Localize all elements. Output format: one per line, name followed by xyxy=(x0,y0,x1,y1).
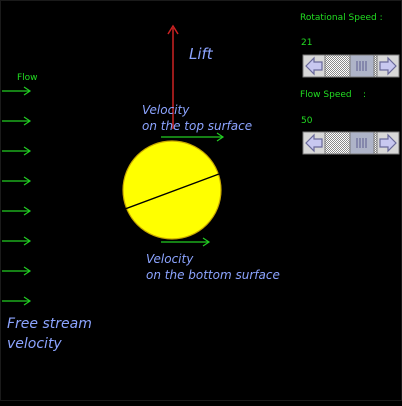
rotating-cylinder xyxy=(122,140,222,240)
velocity-top-arrow xyxy=(161,132,225,142)
flow-speed-label: Flow Speed : xyxy=(300,90,366,100)
free-stream-arrow xyxy=(2,86,32,96)
free-stream-arrow xyxy=(2,176,32,186)
velocity-bottom-label-line1: Velocity xyxy=(146,252,194,266)
rotational-speed-scrollbar[interactable] xyxy=(302,54,400,78)
lift-label: Lift xyxy=(189,45,214,63)
scroll-right-button[interactable] xyxy=(376,54,400,78)
scroll-right-button[interactable] xyxy=(376,131,400,155)
scroll-left-button[interactable] xyxy=(302,131,326,155)
velocity-bottom-label-line2: on the bottom surface xyxy=(146,268,280,282)
scroll-left-button[interactable] xyxy=(302,54,326,78)
free-stream-arrow xyxy=(2,206,32,216)
free-stream-arrow xyxy=(2,146,32,156)
flow-label: Flow xyxy=(17,73,38,83)
arrow-right-icon xyxy=(379,56,397,76)
lift-arrow xyxy=(167,24,179,129)
flow-speed-scrollbar[interactable] xyxy=(302,131,400,155)
arrow-left-icon xyxy=(305,56,323,76)
slider-thumb-icon[interactable] xyxy=(349,54,375,78)
rotational-speed-value: 21 xyxy=(301,38,312,48)
flow-speed-value: 50 xyxy=(301,116,313,126)
free-stream-arrow xyxy=(2,296,32,306)
arrow-left-icon xyxy=(305,133,323,153)
rotational-speed-label: Rotational Speed : xyxy=(300,13,383,23)
rotational-speed-control: Rotational Speed : 21 xyxy=(300,13,400,78)
free-stream-arrows xyxy=(2,86,32,306)
rotation-marker-line xyxy=(124,173,220,210)
flow-speed-control: Flow Speed : 50 xyxy=(300,90,400,155)
free-stream-label-line2: velocity xyxy=(7,336,62,352)
free-stream-arrow xyxy=(2,236,32,246)
arrow-right-icon xyxy=(379,133,397,153)
slider-thumb-icon[interactable] xyxy=(349,131,375,155)
free-stream-arrow xyxy=(2,266,32,276)
velocity-bottom-arrow xyxy=(161,237,211,247)
free-stream-label-line1: Free stream xyxy=(7,316,92,332)
velocity-top-label-line1: Velocity xyxy=(142,103,190,117)
free-stream-arrow xyxy=(2,116,32,126)
velocity-top-label-line2: on the top surface xyxy=(142,119,252,133)
